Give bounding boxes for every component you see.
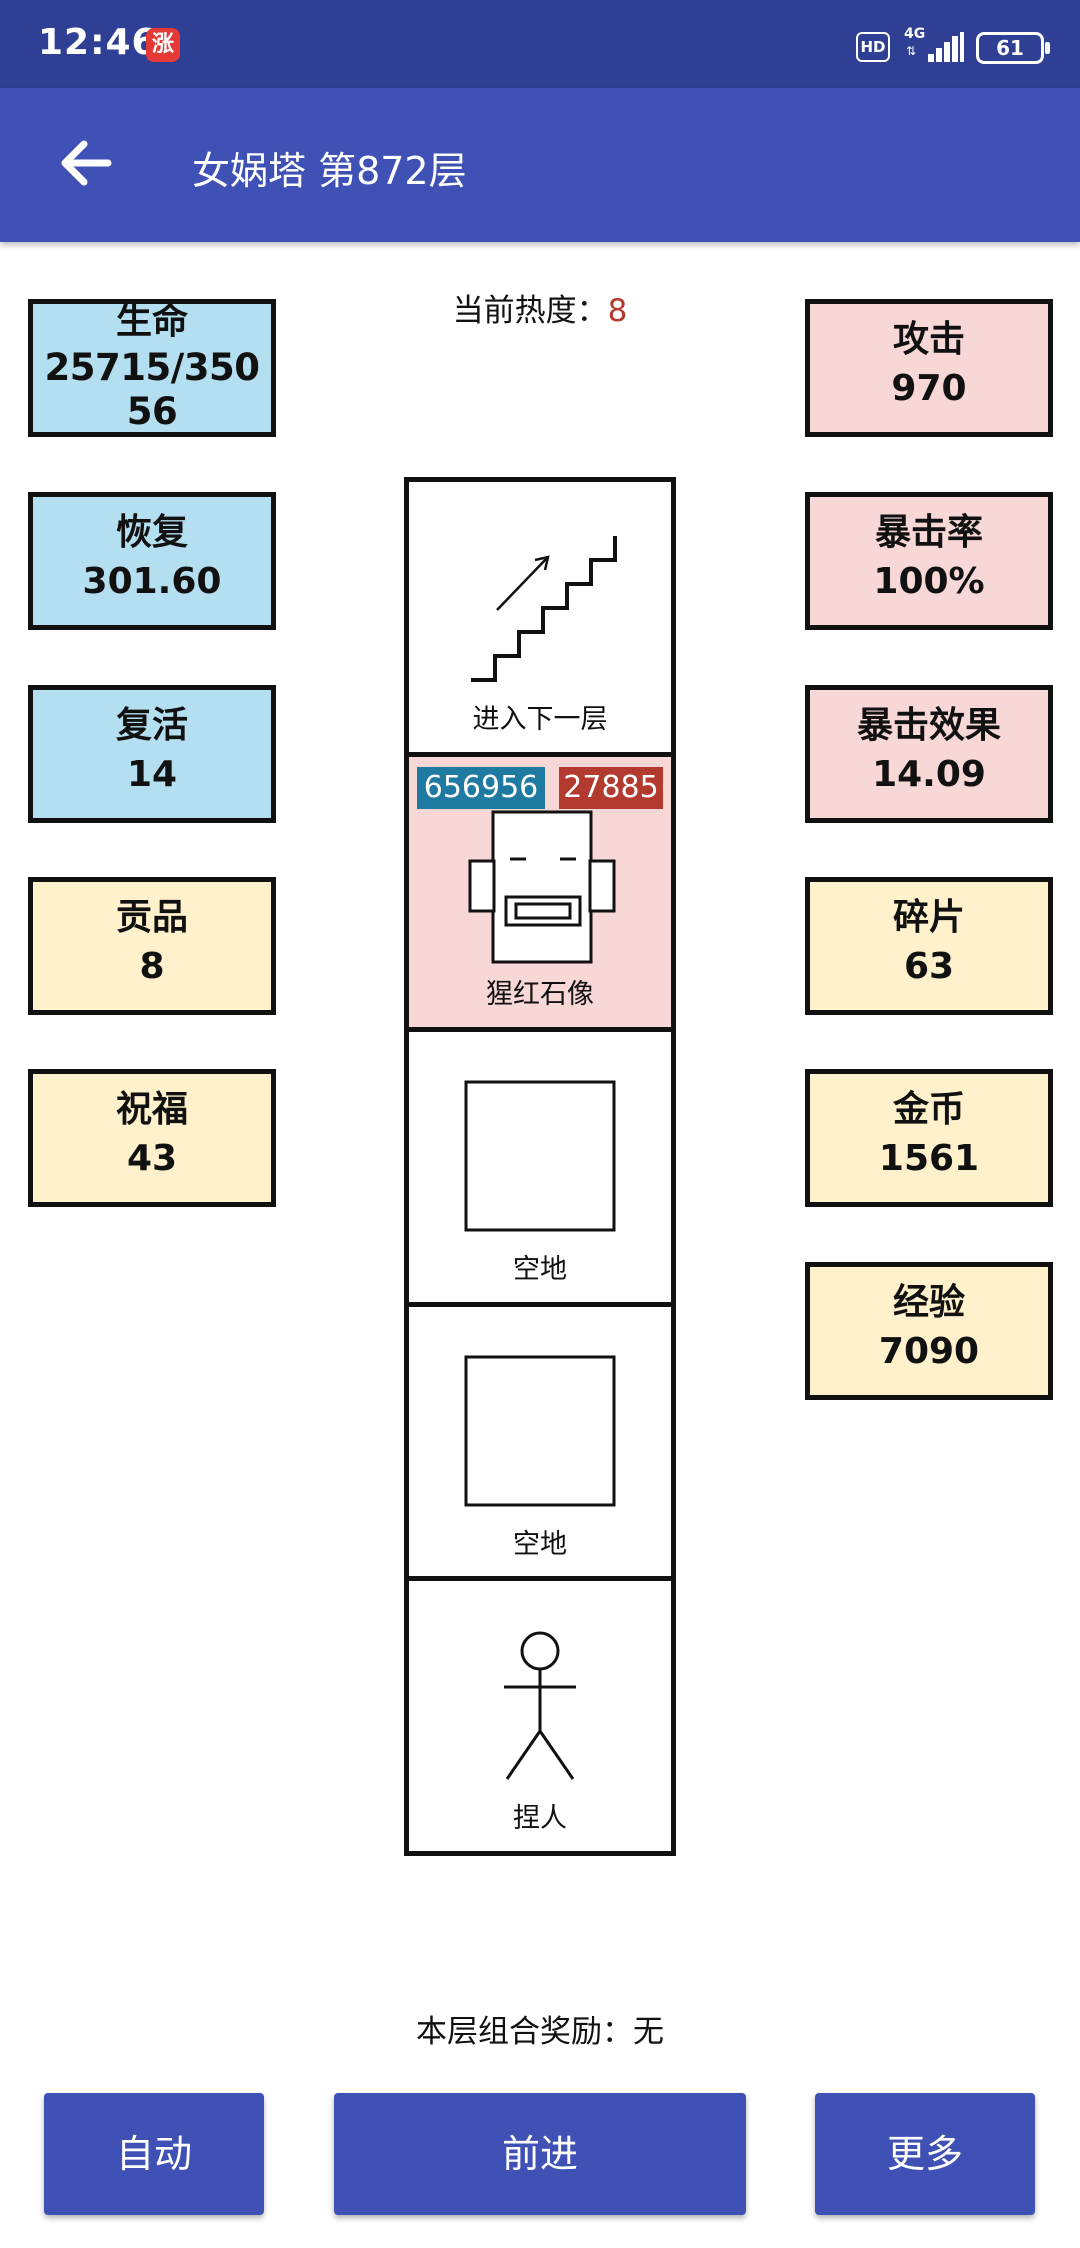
stat-label: 贡品 — [115, 897, 188, 938]
network-type-label: 4G — [904, 26, 926, 42]
status-time: 12:46 — [38, 22, 158, 63]
stat-value: 63 — [903, 946, 955, 987]
data-arrows-icon: ⇅ — [906, 44, 917, 58]
stat-label: 碎片 — [892, 897, 965, 938]
stick-figure-icon — [504, 1631, 576, 1780]
tower-floor: 进入下一层 656956 27885 猩红石像 空地 空地 — [404, 477, 676, 1856]
stat-tribute: 贡品 8 — [28, 877, 276, 1015]
stat-gold: 金币 1561 — [805, 1069, 1053, 1207]
stat-value: 7090 — [878, 1331, 980, 1372]
stat-label: 经验 — [892, 1282, 965, 1323]
arrow-left-icon[interactable] — [52, 128, 122, 198]
combo-label: 本层组合奖励： — [416, 2014, 633, 2050]
signal-icon: 4G ⇅ — [904, 26, 964, 62]
tower-cell-empty-2[interactable]: 空地 — [404, 1302, 676, 1582]
status-bar: 12:46 涨 HD 4G ⇅ 61 — [0, 0, 1080, 88]
stat-label: 金币 — [892, 1089, 965, 1130]
stat-crit-rate: 暴击率 100% — [805, 492, 1053, 630]
stat-label: 祝福 — [115, 1089, 188, 1130]
heat-indicator: 当前热度：8 — [0, 285, 1080, 330]
stat-value: 970 — [891, 368, 967, 409]
stat-recovery: 恢复 301.60 — [28, 492, 276, 630]
hd-icon: HD — [856, 32, 890, 62]
more-button[interactable]: 更多 — [815, 2093, 1035, 2215]
auto-button[interactable]: 自动 — [44, 2093, 264, 2215]
stat-label: 复活 — [115, 705, 188, 746]
stat-value: 43 — [126, 1138, 178, 1179]
stat-value: 14.09 — [872, 754, 986, 795]
tower-cell-monster[interactable]: 656956 27885 猩红石像 — [404, 752, 676, 1032]
stat-label: 暴击效果 — [856, 705, 1001, 746]
monster-hp-badge: 656956 — [417, 767, 545, 809]
combo-value: 无 — [633, 2014, 664, 2050]
empty-square-icon — [464, 1080, 616, 1232]
stat-value: 1561 — [878, 1138, 980, 1179]
combo-reward: 本层组合奖励：无 — [0, 2006, 1080, 2051]
stone-statue-icon — [468, 810, 616, 964]
tower-cell-empty-1[interactable]: 空地 — [404, 1027, 676, 1307]
stat-value: 301.60 — [82, 561, 222, 602]
stat-label: 生命 — [115, 301, 188, 342]
app-bar: 女娲塔 第872层 — [0, 88, 1080, 242]
stat-attack: 攻击 970 — [805, 299, 1053, 437]
stat-value: 14 — [126, 754, 178, 795]
cell-label: 空地 — [513, 1529, 567, 1560]
stat-exp: 经验 7090 — [805, 1262, 1053, 1400]
heat-value: 8 — [607, 293, 628, 329]
stat-revive: 复活 14 — [28, 685, 276, 823]
stat-value: 25715/35056 — [44, 346, 260, 433]
empty-square-icon — [464, 1355, 616, 1507]
signal-bars-icon — [924, 32, 964, 62]
monster-attack-badge: 27885 — [559, 767, 663, 809]
cell-label: 空地 — [513, 1254, 567, 1285]
heat-label: 当前热度： — [452, 293, 608, 329]
stairs-up-icon — [471, 536, 617, 682]
tower-cell-stairs[interactable]: 进入下一层 — [404, 477, 676, 757]
battery-icon: 61 — [976, 32, 1050, 64]
page-title: 女娲塔 第872层 — [192, 149, 467, 193]
cell-label: 猩红石像 — [486, 979, 594, 1010]
stat-label: 恢复 — [115, 512, 188, 553]
stat-shards: 碎片 63 — [805, 877, 1053, 1015]
cell-label: 捏人 — [513, 1803, 567, 1834]
stat-label: 攻击 — [892, 319, 965, 360]
notification-badge-icon: 涨 — [146, 28, 180, 62]
forward-button[interactable]: 前进 — [334, 2093, 746, 2215]
cell-label: 进入下一层 — [472, 704, 608, 735]
stat-value: 8 — [139, 946, 165, 987]
stat-crit-effect: 暴击效果 14.09 — [805, 685, 1053, 823]
tower-cell-player[interactable]: 捏人 — [404, 1576, 676, 1856]
stat-label: 暴击率 — [874, 512, 983, 553]
stat-value: 100% — [873, 561, 985, 602]
stat-blessing: 祝福 43 — [28, 1069, 276, 1207]
stat-life: 生命 25715/35056 — [28, 299, 276, 437]
